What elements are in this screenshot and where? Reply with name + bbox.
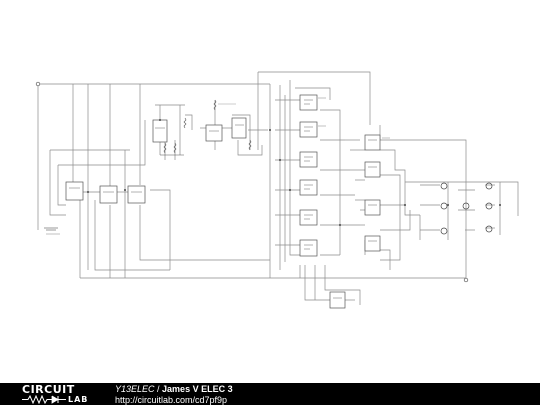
- resistor-logo-icon: [22, 395, 66, 404]
- output-transistor-1: [440, 182, 448, 190]
- title-separator: /: [154, 384, 163, 394]
- output-transistor-2: [440, 202, 448, 210]
- bottom-rail-wire: [80, 139, 467, 279]
- logic-gate-1: [364, 134, 381, 151]
- ground-terminal: [463, 277, 469, 283]
- footer-bar: CIRCUIT LAB Y13ELEC / James V ELEC 3 htt…: [0, 383, 540, 405]
- flip-flop-2: [99, 185, 118, 204]
- resistor-3: [183, 117, 187, 129]
- counter-ic-5: [299, 209, 318, 226]
- output-transistor-4: [485, 182, 493, 190]
- resistor-1: [163, 142, 167, 154]
- output-transistor-5: [485, 202, 493, 210]
- flip-flop-3: [127, 185, 146, 204]
- counter-ic-2: [299, 121, 318, 138]
- driver-ic: [205, 124, 223, 142]
- resistor-4: [248, 139, 252, 151]
- resistor-2: [173, 142, 177, 154]
- logo-text-lab: LAB: [68, 395, 89, 404]
- counter-ic-1: [299, 94, 318, 111]
- author-name[interactable]: Y13ELEC: [115, 384, 155, 394]
- project-title: Y13ELEC / James V ELEC 3: [115, 384, 233, 394]
- project-info: Y13ELEC / James V ELEC 3 http://circuitl…: [115, 384, 233, 405]
- logo-text-circuit: CIRCUIT: [22, 383, 75, 396]
- logic-gate-4: [364, 235, 381, 252]
- output-transistor-3: [440, 227, 448, 235]
- project-name[interactable]: James V ELEC 3: [162, 384, 233, 394]
- timer-ic-2: [231, 117, 247, 139]
- logic-gate-2: [364, 161, 381, 178]
- timer-ic-1: [152, 119, 168, 143]
- logic-gate-3: [364, 199, 381, 216]
- counter-ic-3: [299, 151, 318, 168]
- schematic-canvas: [35, 71, 519, 309]
- counter-ic-4: [299, 179, 318, 196]
- flip-flop-1: [65, 181, 84, 201]
- resistor-5: [213, 99, 217, 111]
- counter-ic-6: [299, 239, 318, 257]
- bottom-counter-ic: [329, 291, 346, 309]
- project-url[interactable]: http://circuitlab.com/cd7pf9p: [115, 395, 228, 405]
- output-transistor-7: [462, 202, 470, 210]
- power-terminal: [35, 81, 41, 87]
- output-transistor-6: [485, 225, 493, 233]
